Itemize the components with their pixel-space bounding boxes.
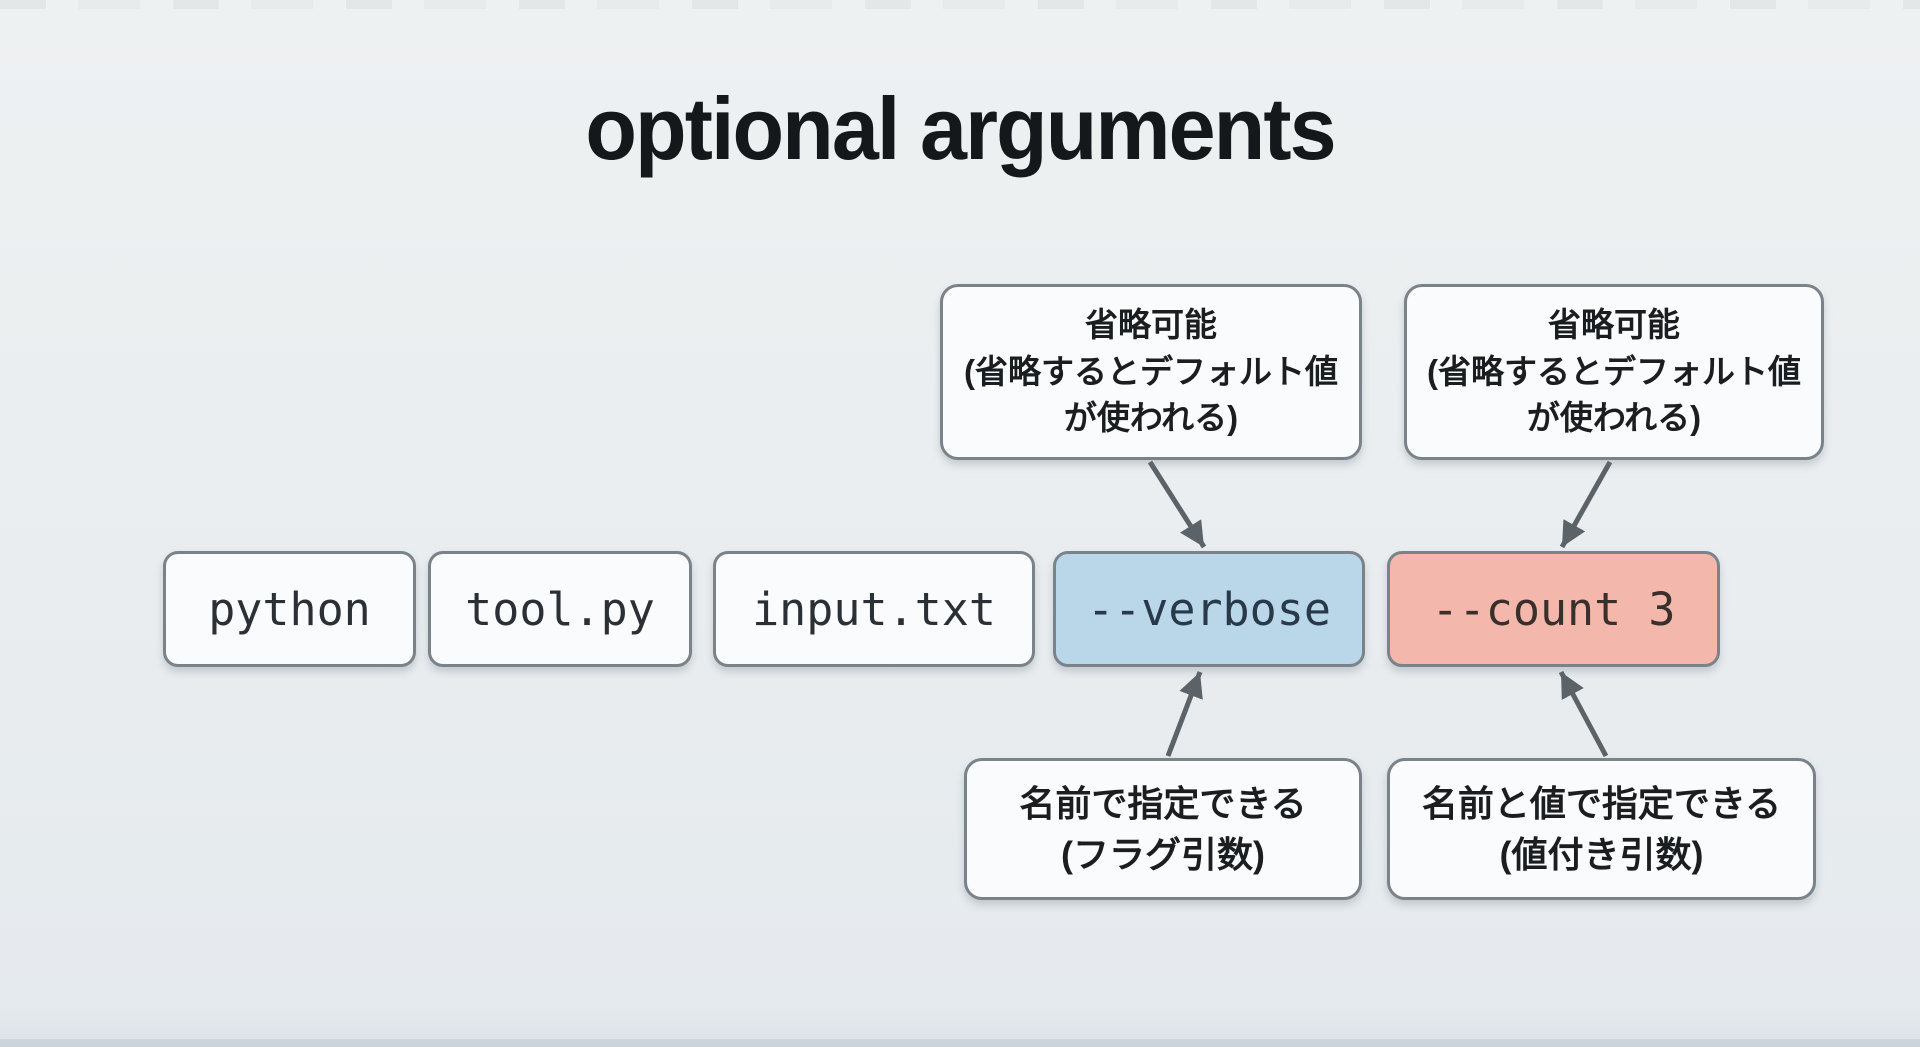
callout-line: (値付き引数) xyxy=(1499,834,1704,875)
callout-line: が使われる) xyxy=(1526,399,1702,437)
callout-top-left-omittable: 省略可能 (省略するとデフォルト値 が使われる) xyxy=(940,284,1362,460)
token-count-option: --count 3 xyxy=(1387,551,1720,667)
callout-line: 省略可能 xyxy=(1085,305,1217,343)
callout-bottom-left-flag-arg: 名前で指定できる (フラグ引数) xyxy=(964,758,1362,900)
token-tool-py: tool.py xyxy=(428,551,692,667)
arrow-bottomleft-to-verbose xyxy=(1165,671,1203,757)
bottom-edge-artifact xyxy=(0,1039,1920,1047)
callout-line: (省略するとデフォルト値 xyxy=(1427,352,1801,390)
callout-bottom-right-valued-arg: 名前と値で指定できる (値付き引数) xyxy=(1387,758,1816,900)
callout-line: 名前で指定できる xyxy=(1019,782,1307,824)
callout-top-right-omittable: 省略可能 (省略するとデフォルト値 が使われる) xyxy=(1404,284,1824,460)
callout-line: が使われる) xyxy=(1063,399,1239,437)
token-input-txt: input.txt xyxy=(713,551,1035,667)
callout-line: (フラグ引数) xyxy=(1061,834,1265,875)
token-python: python xyxy=(163,551,416,667)
callout-line: (省略するとデフォルト値 xyxy=(964,352,1338,390)
top-edge-artifact xyxy=(0,0,1920,9)
arrow-topright-to-count xyxy=(1559,460,1613,549)
callout-line: 名前と値で指定できる xyxy=(1421,782,1782,824)
page-title: optional arguments xyxy=(585,79,1336,178)
arrow-topleft-to-verbose xyxy=(1147,460,1207,549)
arrow-bottomright-to-count xyxy=(1558,670,1609,758)
token-verbose-flag: --verbose xyxy=(1053,551,1365,667)
callout-line: 省略可能 xyxy=(1548,305,1680,343)
